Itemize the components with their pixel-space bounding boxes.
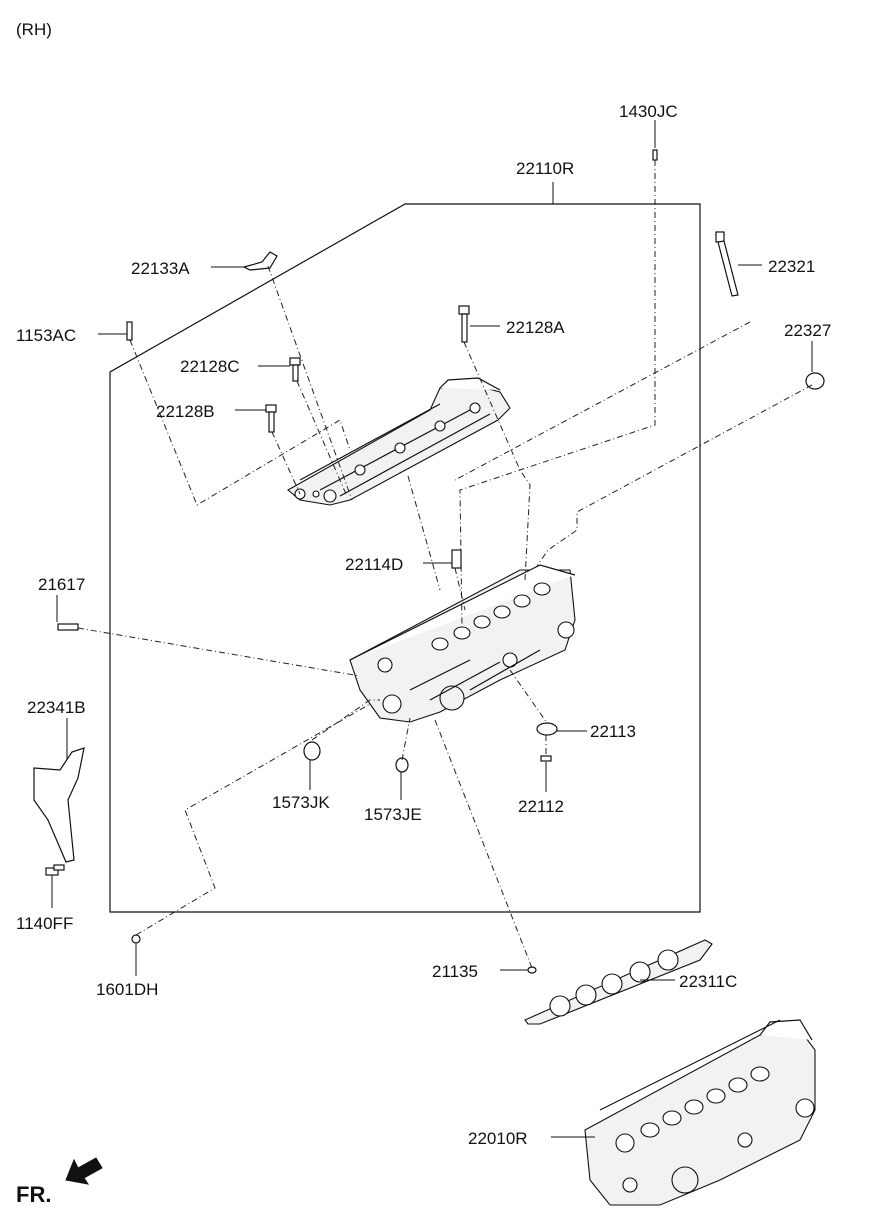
stud-21617[interactable] — [57, 623, 79, 631]
assembly-lines — [77, 160, 813, 969]
cam-carrier[interactable] — [287, 377, 511, 506]
label-22133A: 22133A — [131, 259, 190, 278]
stud-1153AC[interactable] — [126, 321, 133, 341]
front-arrow-icon — [65, 1157, 103, 1185]
label-22128B: 22128B — [156, 402, 215, 421]
label-1573JK: 1573JK — [272, 793, 330, 812]
dowel-22114D[interactable] — [451, 549, 462, 569]
bolt-22321[interactable] — [715, 231, 739, 297]
label-22311C: 22311C — [679, 972, 737, 991]
label-22114D: 22114D — [345, 555, 403, 574]
side-indicator: (RH) — [16, 20, 52, 39]
bracket-22341B[interactable] — [33, 747, 85, 863]
plug-1573JE[interactable] — [395, 757, 409, 773]
label-22112: 22112 — [518, 797, 564, 816]
label-1601DH: 1601DH — [96, 980, 158, 999]
assembly-frame — [109, 203, 701, 913]
label-22128A: 22128A — [506, 318, 565, 337]
dowel-21135[interactable] — [527, 966, 537, 974]
label-22128C: 22128C — [180, 357, 240, 376]
plug-1573JK[interactable] — [303, 741, 321, 761]
pin-1430JC[interactable] — [652, 149, 658, 161]
cotter-22112[interactable] — [540, 755, 552, 762]
label-1153AC: 1153AC — [16, 326, 76, 345]
seal-22113[interactable] — [536, 722, 558, 736]
bolt-22128C[interactable] — [289, 357, 301, 382]
plug-1601DH[interactable] — [131, 934, 141, 944]
label-22010R: 22010R — [468, 1129, 528, 1148]
bolt-22128A[interactable] — [458, 305, 470, 343]
label-22341B: 22341B — [27, 698, 86, 717]
label-1140FF: 1140FF — [16, 914, 73, 933]
label-1573JE: 1573JE — [364, 805, 422, 824]
bolt-22128B[interactable] — [265, 404, 277, 433]
label-22321: 22321 — [768, 257, 815, 276]
head-gasket[interactable] — [524, 939, 713, 1025]
plug-22327[interactable] — [805, 372, 825, 390]
label-22327: 22327 — [784, 321, 831, 340]
cylinder-head-assembly[interactable] — [584, 1019, 816, 1206]
label-1430JC: 1430JC — [619, 102, 678, 121]
bracket-22133A[interactable] — [242, 251, 278, 271]
label-21135: 21135 — [432, 962, 478, 981]
front-label: FR. — [16, 1182, 51, 1207]
label-22113: 22113 — [590, 722, 636, 741]
cylinder-head[interactable] — [349, 564, 576, 723]
bolt-1140FF[interactable] — [45, 864, 65, 876]
label-21617: 21617 — [38, 575, 85, 594]
label-22110R: 22110R — [516, 159, 574, 178]
leader-lines — [51, 120, 813, 1138]
